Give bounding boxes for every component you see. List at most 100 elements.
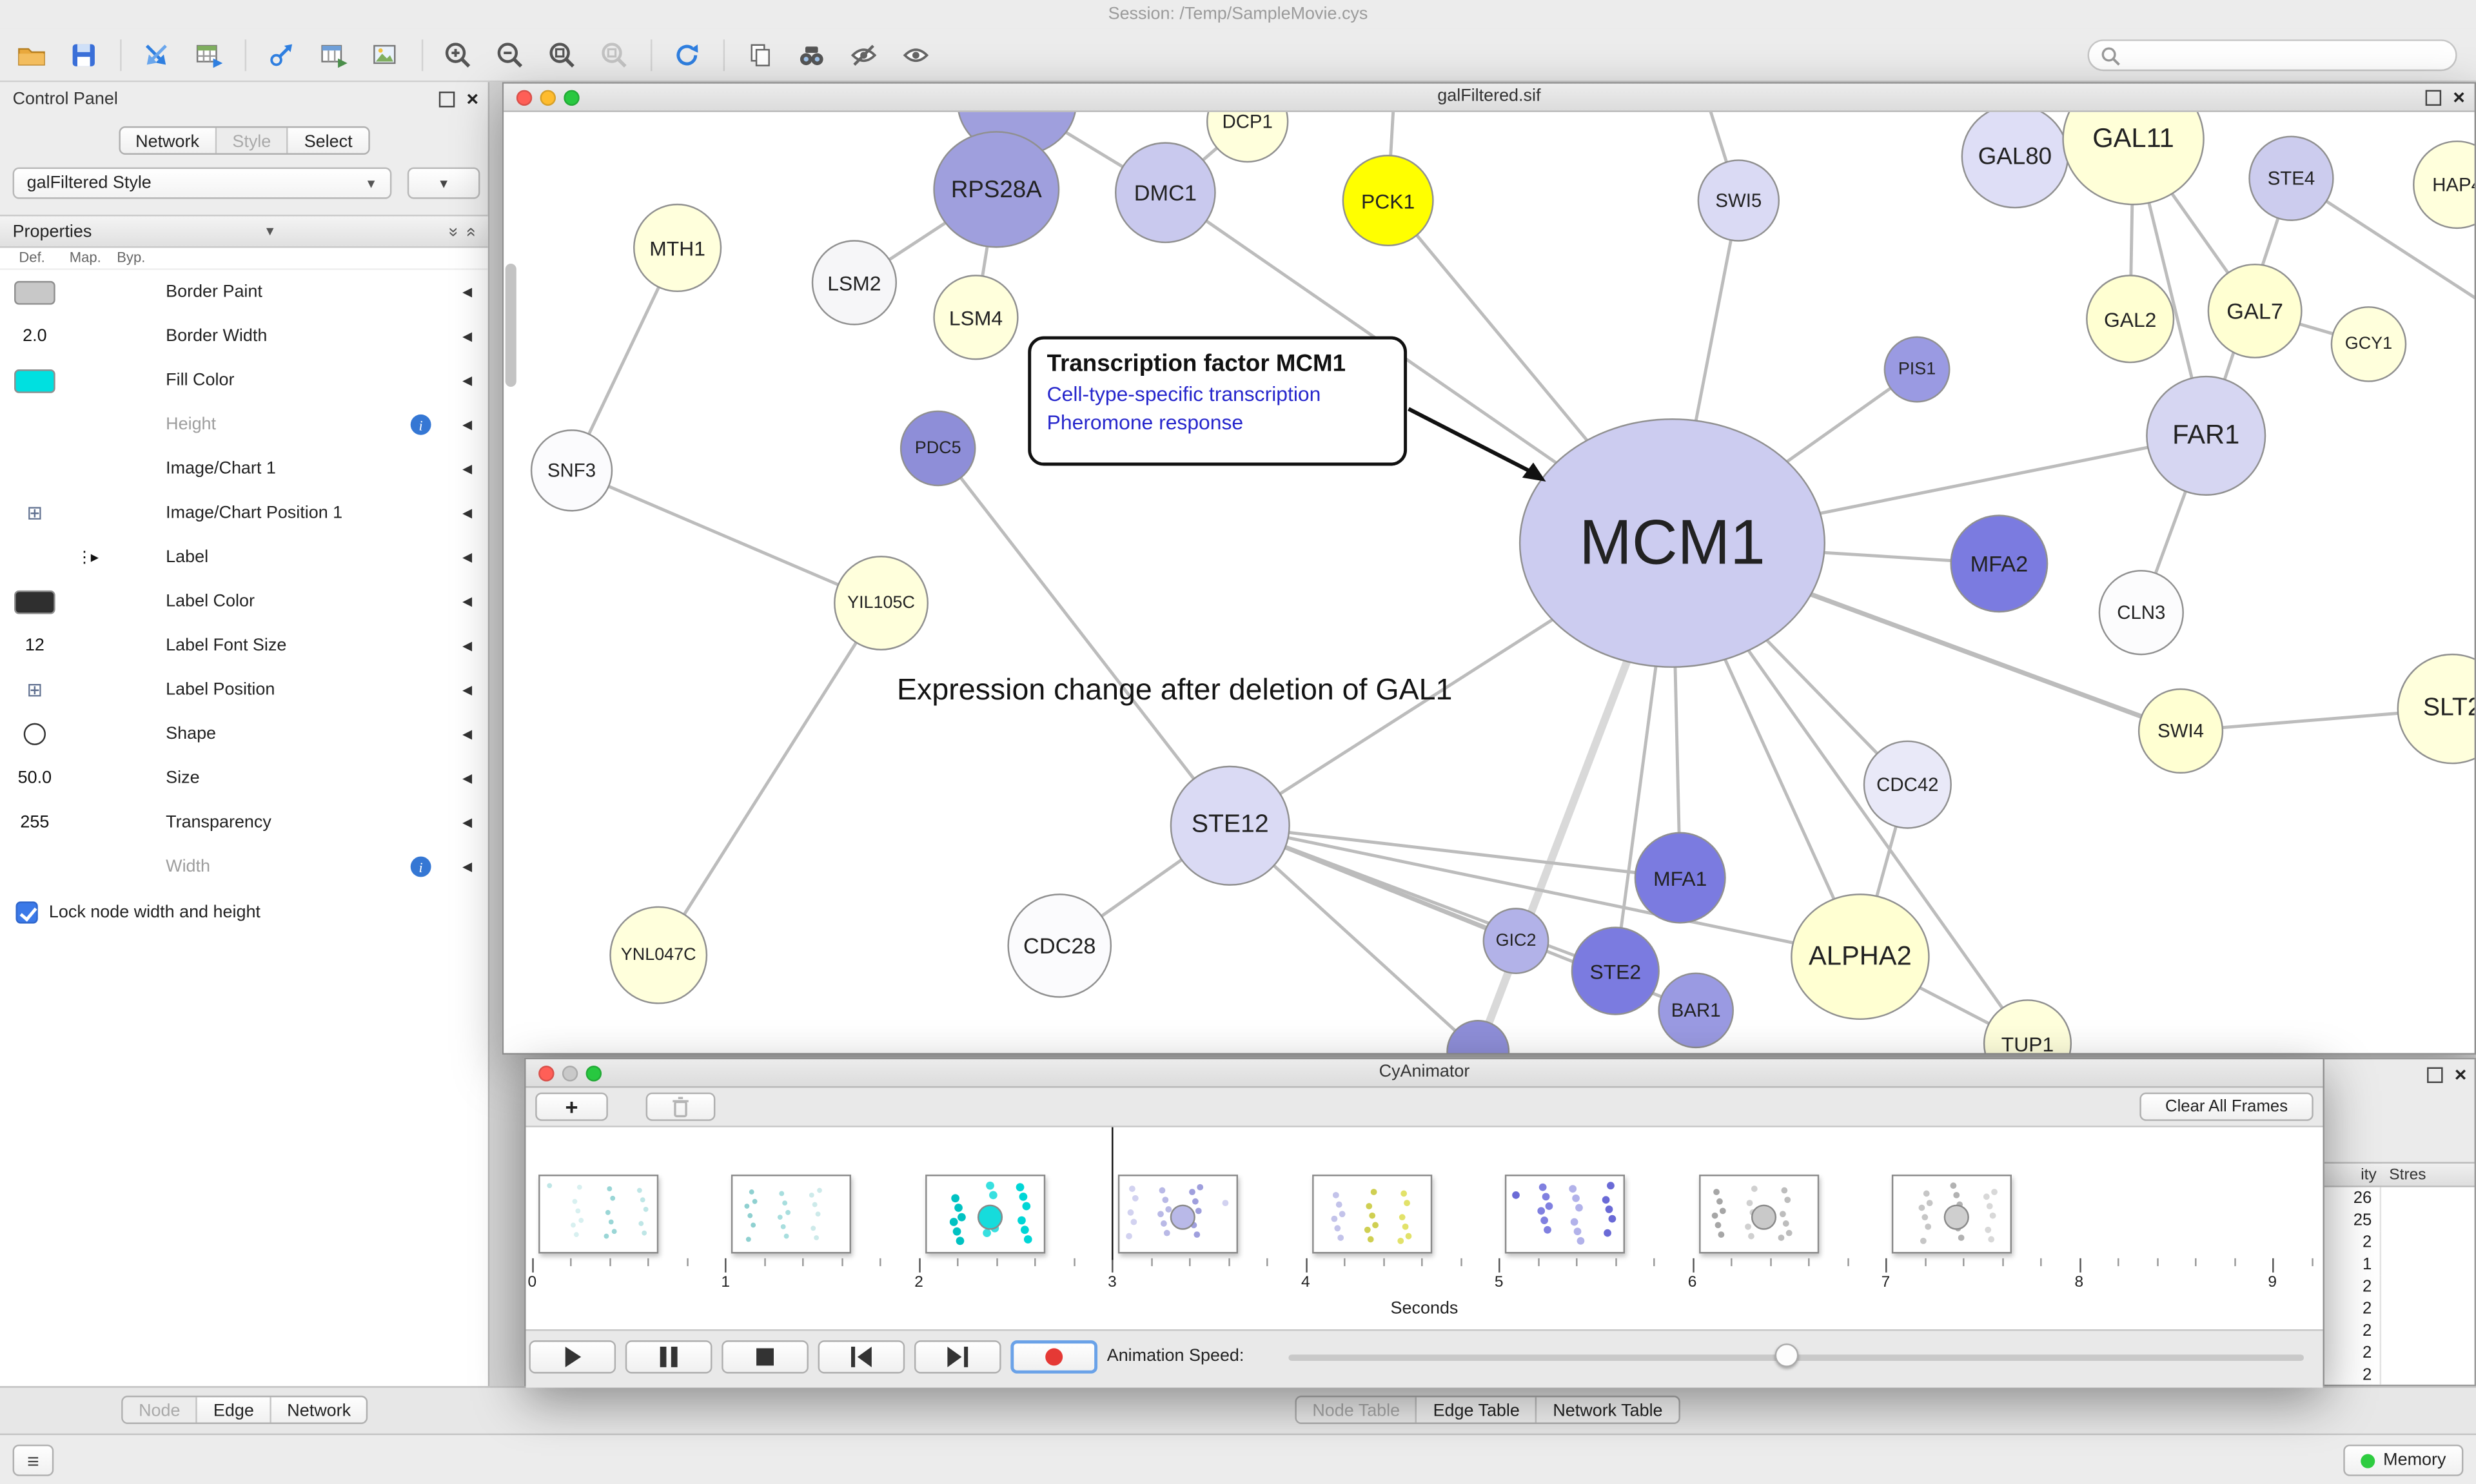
property-bypass-cell[interactable]: [110, 668, 152, 712]
clear-all-frames-button[interactable]: Clear All Frames: [2139, 1092, 2314, 1121]
network-node-pdc5[interactable]: PDC5: [899, 410, 976, 487]
property-row[interactable]: ⊞Label Position◀: [0, 668, 488, 712]
zoom-fit-icon[interactable]: [543, 35, 581, 73]
expand-arrow-icon[interactable]: ◀: [462, 594, 473, 609]
property-mapping-cell[interactable]: [66, 491, 108, 536]
zoom-out-icon[interactable]: [491, 35, 529, 73]
expand-arrow-icon[interactable]: ◀: [462, 417, 473, 432]
property-bypass-cell[interactable]: [110, 580, 152, 624]
property-row[interactable]: ⊞Image/Chart Position 1◀: [0, 491, 488, 536]
property-mapping-cell[interactable]: [66, 402, 108, 447]
property-bypass-cell[interactable]: [110, 623, 152, 668]
frame-thumbnail[interactable]: [731, 1175, 852, 1254]
style-options-button[interactable]: ▼: [407, 167, 480, 199]
network-node-yil105c[interactable]: YIL105C: [834, 556, 929, 650]
close-frame-icon[interactable]: ×: [2453, 85, 2465, 109]
frame-thumbnail[interactable]: [1505, 1175, 1626, 1254]
expand-arrow-icon[interactable]: ◀: [462, 373, 473, 388]
network-node-ynl047c[interactable]: YNL047C: [609, 906, 708, 1004]
close-window-button[interactable]: [516, 90, 533, 106]
zoom-in-icon[interactable]: [439, 35, 477, 73]
table-row[interactable]: 2: [2317, 1363, 2475, 1385]
memory-button[interactable]: Memory: [2343, 1444, 2464, 1476]
close-frame-icon[interactable]: ×: [2454, 1062, 2467, 1086]
network-node-swi4[interactable]: SWI4: [2137, 688, 2224, 774]
next-frame-button[interactable]: [914, 1340, 1001, 1374]
network-node-lsm2[interactable]: LSM2: [811, 240, 898, 326]
property-default-cell[interactable]: [6, 358, 63, 403]
float-panel-icon[interactable]: [439, 90, 456, 107]
property-default-cell[interactable]: [6, 270, 63, 315]
network-node-gal7[interactable]: GAL7: [2207, 263, 2303, 358]
property-mapping-cell[interactable]: [66, 756, 108, 801]
network-node-snf3[interactable]: SNF3: [530, 429, 613, 512]
stop-button[interactable]: [722, 1340, 809, 1374]
network-node-cln3[interactable]: CLN3: [2098, 570, 2184, 656]
minimize-window-button[interactable]: [540, 90, 556, 106]
network-node-pck1[interactable]: PCK1: [1342, 155, 1434, 247]
property-default-cell[interactable]: [6, 712, 63, 756]
network-node-dmc1[interactable]: DMC1: [1114, 142, 1216, 244]
export-image-icon[interactable]: [366, 35, 404, 73]
frame-thumbnail[interactable]: [538, 1175, 659, 1254]
network-node-swi5[interactable]: SWI5: [1697, 159, 1780, 242]
annotation-link[interactable]: Cell-type-specific transcription: [1046, 382, 1321, 406]
property-bypass-cell[interactable]: [110, 491, 152, 536]
property-mapping-cell[interactable]: [66, 845, 108, 889]
zoom-selected-icon[interactable]: [595, 35, 633, 73]
network-canvas[interactable]: RPS28BRPS28ADMC1DCP1PCK1SWI5GAL80GAL11ST…: [504, 112, 2475, 1053]
property-bypass-cell[interactable]: [110, 845, 152, 889]
refresh-view-icon[interactable]: [668, 35, 706, 73]
property-default-cell[interactable]: [6, 447, 63, 491]
property-mapping-cell[interactable]: [66, 580, 108, 624]
property-bypass-cell[interactable]: [110, 447, 152, 491]
float-frame-icon[interactable]: [2428, 1066, 2444, 1082]
show-all-icon[interactable]: [897, 35, 935, 73]
properties-header[interactable]: Properties ▼ » »: [0, 216, 488, 248]
property-default-cell[interactable]: ⊞: [6, 491, 63, 536]
expand-all-icon[interactable]: »: [460, 226, 480, 237]
property-default-cell[interactable]: [6, 845, 63, 889]
frame-thumbnail[interactable]: [925, 1175, 1045, 1254]
property-default-cell[interactable]: 255: [20, 813, 50, 832]
speed-slider-thumb[interactable]: [1774, 1343, 1799, 1367]
search-input[interactable]: [2128, 46, 2445, 65]
float-frame-icon[interactable]: [2426, 89, 2442, 105]
property-mapping-cell[interactable]: [66, 447, 108, 491]
property-bypass-cell[interactable]: [110, 535, 152, 580]
table-column-header[interactable]: Stres: [2389, 1166, 2426, 1184]
table-row[interactable]: 2: [2317, 1320, 2475, 1342]
expand-arrow-icon[interactable]: ◀: [462, 505, 473, 520]
network-node-cdc28[interactable]: CDC28: [1007, 893, 1112, 998]
delete-frame-button[interactable]: [645, 1092, 716, 1121]
table-row[interactable]: 26: [2317, 1187, 2475, 1209]
property-default-cell[interactable]: [6, 402, 63, 447]
table-row[interactable]: 2: [2317, 1298, 2475, 1320]
property-default-cell[interactable]: [6, 535, 63, 580]
table-row[interactable]: 2: [2317, 1342, 2475, 1364]
property-bypass-cell[interactable]: [110, 402, 152, 447]
property-bypass-cell[interactable]: [110, 801, 152, 845]
property-bypass-cell[interactable]: [110, 712, 152, 756]
previous-frame-button[interactable]: [818, 1340, 905, 1374]
save-session-icon[interactable]: [64, 35, 103, 73]
export-network-icon[interactable]: [262, 35, 300, 73]
property-bypass-cell[interactable]: [110, 358, 152, 403]
search-network-icon[interactable]: [792, 35, 830, 73]
cyanimator-titlebar[interactable]: CyAnimator: [526, 1059, 2323, 1088]
import-table-icon[interactable]: [190, 35, 228, 73]
network-node-ste4[interactable]: STE4: [2248, 135, 2334, 221]
export-table-icon[interactable]: [314, 35, 352, 73]
panel-tab-network[interactable]: Network: [287, 1401, 351, 1421]
expand-arrow-icon[interactable]: ◀: [462, 683, 473, 698]
property-default-cell[interactable]: 50.0: [17, 768, 52, 788]
property-row[interactable]: Label Color◀: [0, 580, 488, 624]
import-network-icon[interactable]: [137, 35, 175, 73]
property-row[interactable]: Image/Chart 1◀: [0, 447, 488, 491]
collapse-all-icon[interactable]: »: [443, 226, 463, 237]
network-node-far1[interactable]: FAR1: [2146, 375, 2266, 496]
network-node-rps28a[interactable]: RPS28A: [933, 131, 1060, 248]
network-node-ste12[interactable]: STE12: [1170, 765, 1290, 886]
